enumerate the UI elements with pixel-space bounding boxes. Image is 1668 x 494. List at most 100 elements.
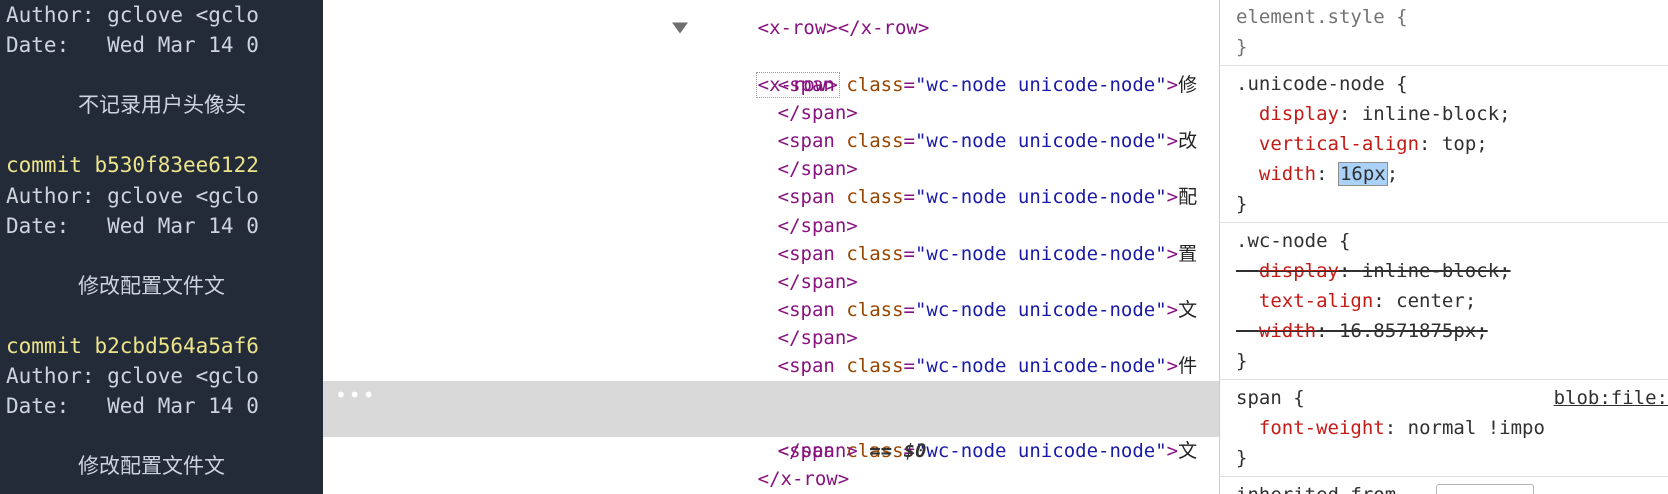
css-property[interactable]: width: [1258, 320, 1317, 342]
css-property[interactable]: width: [1258, 163, 1317, 185]
css-declaration-editing[interactable]: width: 16px;: [1258, 162, 1399, 186]
dom-selection-outline: <x-row>: [755, 71, 840, 98]
dom-attr-value: wc-node unicode-node: [926, 242, 1156, 265]
css-rule-close-brace: }: [1236, 350, 1248, 372]
terminal-line: Author: gclove <gclo: [6, 364, 259, 389]
css-value[interactable]: inline-block: [1361, 103, 1500, 125]
dom-node-row[interactable]: </span>: [777, 101, 858, 124]
css-rule-wc-node[interactable]: .wc-node { display: inline-block; text-a…: [1220, 223, 1668, 380]
expand-triangle-icon[interactable]: [672, 22, 688, 34]
dom-attr-value: wc-node unicode-node: [926, 299, 1156, 322]
css-selector-line[interactable]: .wc-node {: [1236, 230, 1351, 252]
dom-tag-name: x-row: [769, 17, 827, 40]
terminal-line: Author: gclove <gclo: [6, 3, 259, 27]
dom-tag-name: x-row: [860, 17, 918, 40]
dom-text-node: 置: [1178, 242, 1198, 265]
css-selector-line[interactable]: span {: [1236, 387, 1305, 409]
terminal-line: [6, 241, 323, 271]
selected-node-marker: == $0: [869, 440, 927, 463]
css-rule-element-style[interactable]: element.style { }: [1220, 0, 1668, 66]
dom-node-row[interactable]: <span class="wc-node unicode-node">文: [777, 299, 1198, 322]
css-property[interactable]: text-align: [1258, 290, 1374, 312]
dom-text-node: 改: [1178, 129, 1198, 152]
dom-node-row-selected[interactable]: <x-row>: [323, 14, 1219, 98]
css-rule-close-brace: }: [1236, 193, 1248, 215]
terminal-line: Date: Wed Mar 14 0: [6, 213, 259, 238]
css-declaration-overridden[interactable]: display: inline-block;: [1258, 260, 1511, 282]
css-declaration-overridden[interactable]: width: 16.8571875px;: [1258, 320, 1488, 342]
dom-tree-panel[interactable]: <x-row></x-row> <x-row> <span class="wc-…: [323, 0, 1219, 494]
css-value-editing[interactable]: 16px: [1337, 162, 1388, 186]
terminal-line: Author: gclove <gclo: [6, 183, 259, 208]
dom-text-node: 文: [1178, 440, 1198, 463]
terminal-line: [6, 120, 323, 150]
dom-node-row-highlighted[interactable]: ••• <span class="wc-node unicode-node">文: [323, 380, 1219, 462]
dom-tag-name: x-row: [780, 468, 838, 491]
css-property[interactable]: font-weight: [1258, 417, 1385, 439]
dom-attr-value: wc-node unicode-node: [926, 129, 1156, 152]
css-selector-line[interactable]: element.style {: [1236, 6, 1408, 28]
css-rule-close-brace: }: [1236, 36, 1248, 58]
css-inherited-source-chip[interactable]: [1436, 483, 1535, 494]
terminal-commit-message: 修改配置文件文: [78, 273, 225, 298]
dom-tag-name: x-row: [769, 73, 827, 96]
dom-text-node: 修: [1178, 73, 1198, 96]
css-value[interactable]: normal !impo: [1407, 417, 1545, 439]
dom-text-node: 文: [1178, 299, 1198, 322]
css-inherited-from-row: inherited from: [1220, 477, 1668, 494]
dom-node-row[interactable]: </span>: [777, 158, 858, 181]
css-inherited-label-line: inherited from: [1236, 480, 1668, 494]
dom-node-row[interactable]: <x-row></x-row>: [757, 17, 930, 40]
dom-attr-value: wc-node unicode-node: [926, 73, 1156, 96]
css-declaration[interactable]: display: inline-block;: [1258, 103, 1511, 125]
dom-attr-value: wc-node unicode-node: [926, 186, 1156, 209]
dom-attr-value: wc-node unicode-node: [926, 355, 1156, 378]
terminal-commit-hash: commit b530f83ee6122: [6, 153, 259, 178]
css-value[interactable]: center: [1396, 290, 1465, 312]
css-selector: .wc-node: [1236, 230, 1328, 252]
css-selector: span: [1236, 387, 1282, 409]
dom-node-row-highlighted[interactable]: </span> == $0: [323, 408, 1219, 462]
css-property[interactable]: display: [1258, 103, 1339, 125]
terminal-commit-message: 不记录用户头像头: [78, 93, 246, 118]
dom-node-row[interactable]: </x-row>: [757, 468, 850, 491]
css-selector-line[interactable]: .unicode-node {: [1236, 73, 1408, 95]
css-source-link[interactable]: blob:file:: [1553, 387, 1668, 409]
css-rule-unicode-node[interactable]: .unicode-node { display: inline-block; v…: [1220, 66, 1668, 223]
terminal-commit-hash: commit b2cbd564a5af6: [6, 334, 259, 359]
dom-node-row[interactable]: <span class="wc-node unicode-node">置: [777, 242, 1198, 265]
dom-node-row[interactable]: <span class="wc-node unicode-node">件: [777, 355, 1198, 378]
terminal-line: [6, 421, 323, 451]
styles-panel[interactable]: element.style { } .unicode-node { displa…: [1219, 0, 1668, 494]
terminal-line: [6, 60, 323, 90]
ellipsis-badge-icon[interactable]: •••: [335, 382, 377, 407]
dom-node-row[interactable]: </span>: [777, 327, 858, 350]
css-property[interactable]: vertical-align: [1258, 133, 1420, 155]
dom-node-row[interactable]: </span>: [323, 352, 1219, 406]
css-declaration[interactable]: vertical-align: top;: [1258, 133, 1488, 155]
dom-node-row[interactable]: </span>: [777, 214, 858, 237]
dom-node-row[interactable]: </span>: [777, 270, 858, 293]
css-property[interactable]: display: [1258, 260, 1339, 282]
css-selector: .unicode-node: [1236, 73, 1385, 95]
dom-node-row[interactable]: <span class="wc-node unicode-node">配: [777, 186, 1198, 209]
terminal-line: Date: Wed Mar 14 0: [6, 33, 259, 58]
css-declaration[interactable]: font-weight: normal !impo: [1258, 417, 1545, 439]
dom-text-node: 件: [1178, 355, 1198, 378]
css-value[interactable]: top: [1441, 133, 1477, 155]
css-selector: element.style: [1236, 6, 1385, 28]
dom-text-node: 配: [1178, 186, 1198, 209]
terminal-commit-message: 修改配置文件文: [78, 454, 225, 479]
css-declaration[interactable]: text-align: center;: [1258, 290, 1477, 312]
terminal-panel[interactable]: Author: gclove <gclo Date: Wed Mar 14 0 …: [0, 0, 323, 494]
terminal-line: Date: Wed Mar 14 0: [6, 394, 259, 419]
dom-node-row[interactable]: <span class="wc-node unicode-node">改: [777, 129, 1198, 152]
terminal-line: [6, 301, 323, 331]
css-value[interactable]: inline-block: [1361, 260, 1500, 282]
css-inherited-label: inherited from: [1236, 484, 1396, 494]
dom-attr-value: wc-node unicode-node: [926, 440, 1156, 463]
dom-node-row[interactable]: <span class="wc-node unicode-node">修: [777, 73, 1198, 96]
css-rule-span[interactable]: span { blob:file: font-weight: normal !i…: [1220, 380, 1668, 477]
css-value[interactable]: 16.8571875px: [1338, 320, 1477, 342]
